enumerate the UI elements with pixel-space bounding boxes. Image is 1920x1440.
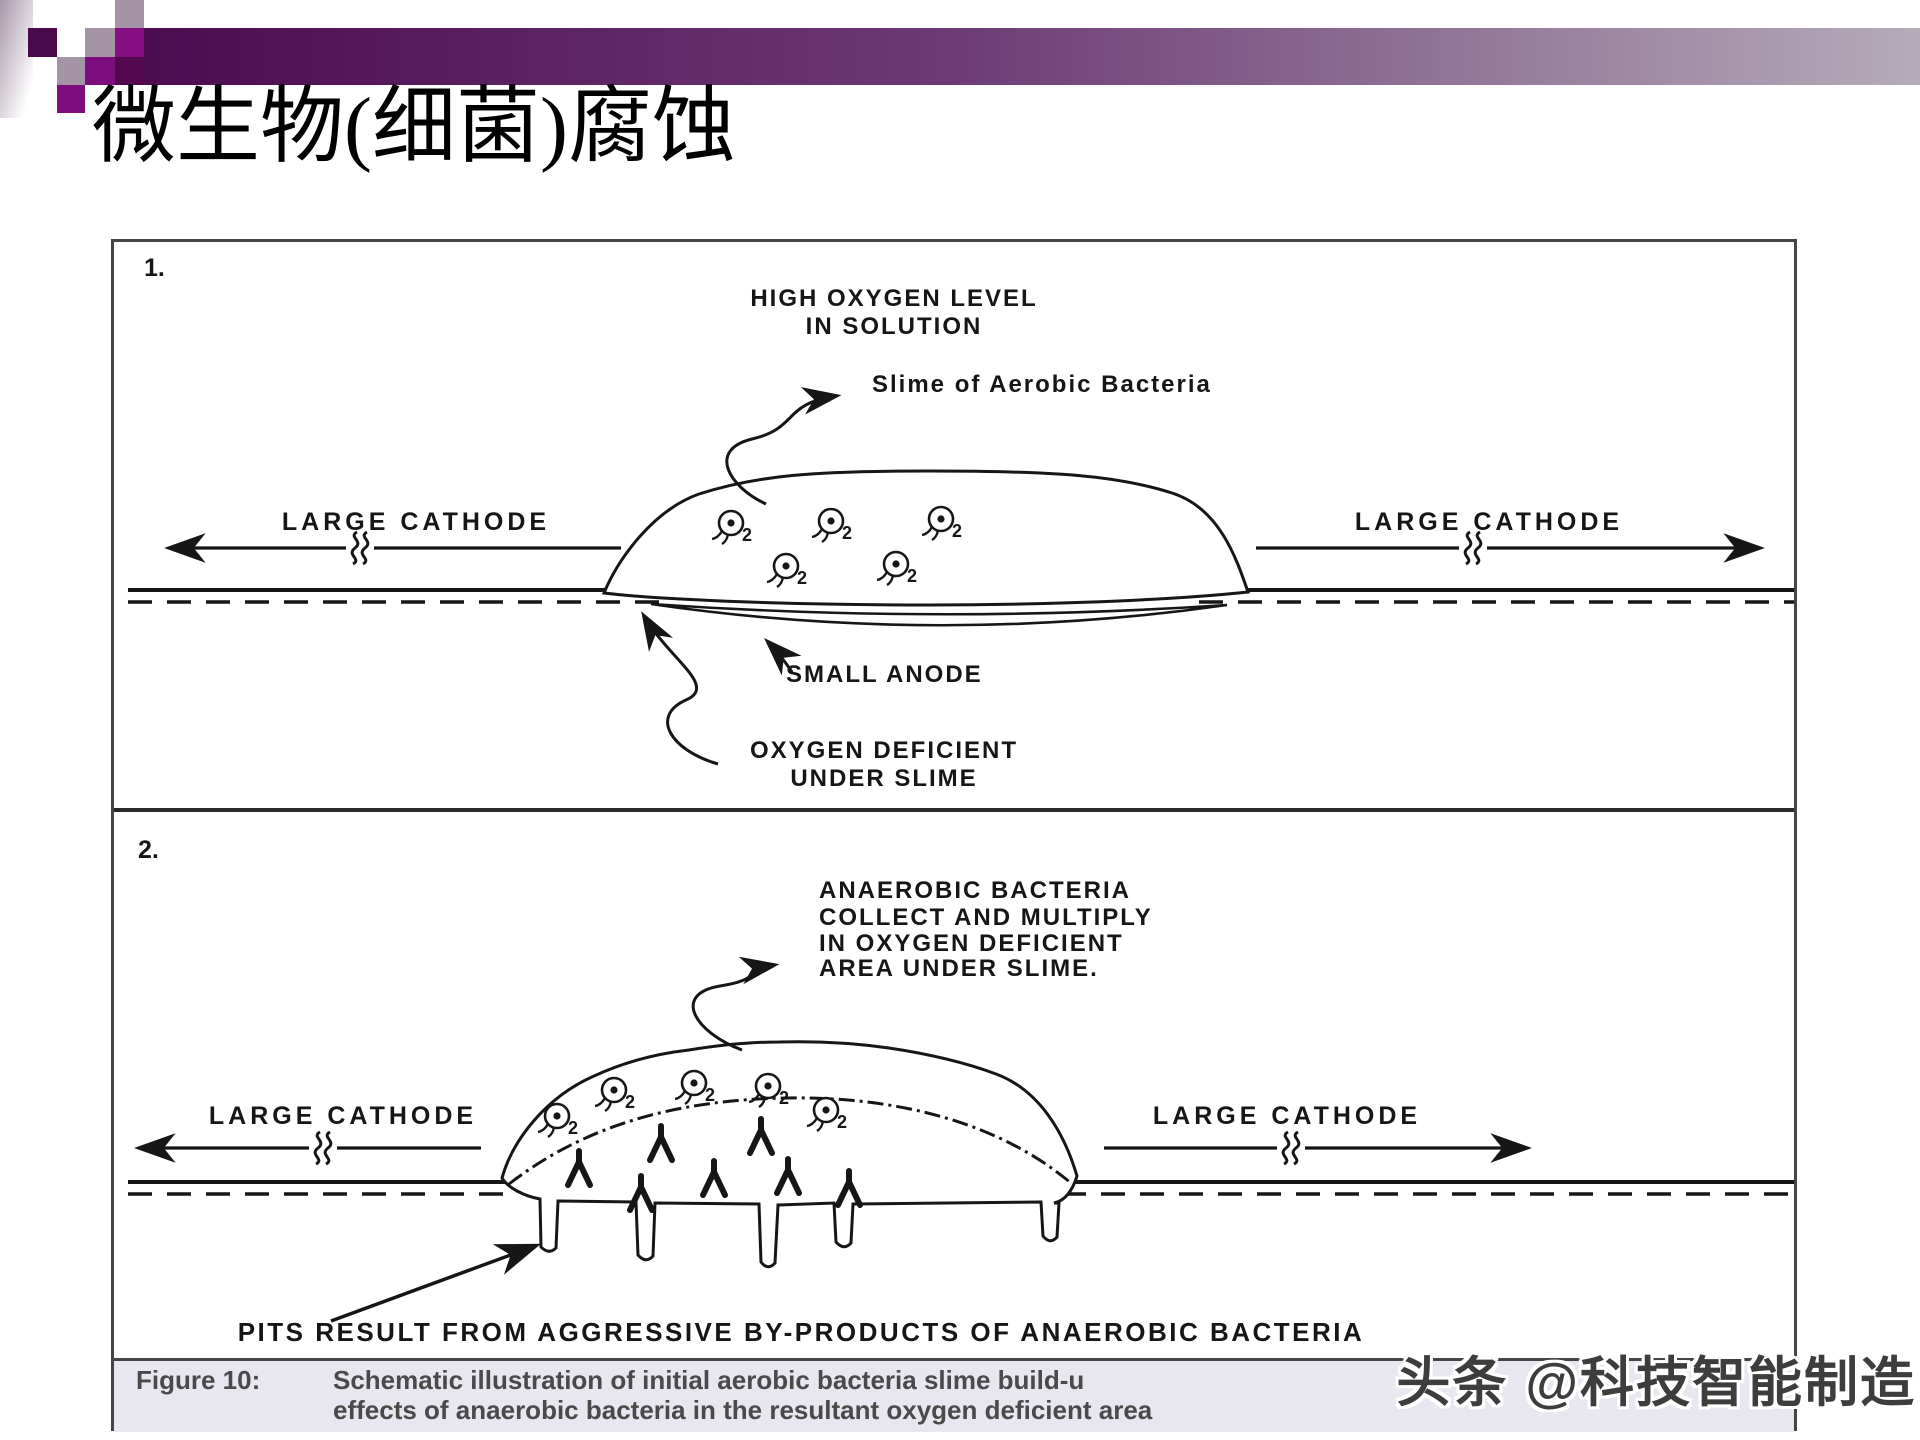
oxygen-boundary-dashdot — [508, 1096, 1073, 1186]
o2-subscript: 2 — [842, 523, 852, 543]
deco-square-8 — [57, 85, 85, 113]
figure-caption-line1: Schematic illustration of initial aerobi… — [333, 1365, 1085, 1395]
metal-surface-2 — [128, 1180, 1794, 1196]
o2-subscript: 2 — [952, 521, 962, 541]
deco-square-5 — [57, 57, 85, 85]
o2-subscript: 2 — [705, 1085, 715, 1105]
deco-square-4 — [115, 28, 144, 57]
o2-subscript: 2 — [625, 1092, 635, 1112]
figure-10-box: 1. HIGH OXYGEN LEVEL IN SOLUTION LARGE C… — [111, 239, 1797, 1432]
panel2-number: 2. — [138, 836, 159, 864]
deco-square-2 — [28, 28, 57, 57]
oxygen-deficient-line2: UNDER SLIME — [790, 765, 977, 792]
pits-arrow — [330, 1243, 542, 1323]
panel-2: 2. ANAEROBIC BACTERIA COLLECT AND MULTIP… — [128, 836, 1794, 1347]
oxygen-deficient-line1: OXYGEN DEFICIENT — [750, 737, 1018, 764]
watermark: 头条 @科技智能制造 — [1396, 1353, 1916, 1413]
panel-1: 1. HIGH OXYGEN LEVEL IN SOLUTION LARGE C… — [128, 254, 1794, 792]
anaerobic-callout-arrow — [691, 956, 780, 1052]
pits-label: PITS RESULT FROM AGGRESSIVE BY-PRODUCTS … — [238, 1317, 1365, 1347]
corrosion-diagram: 1. HIGH OXYGEN LEVEL IN SOLUTION LARGE C… — [114, 254, 1794, 1347]
deco-square-1 — [115, 0, 144, 29]
oxygen-deficient-arrow — [641, 611, 719, 766]
panel1-number: 1. — [144, 254, 165, 282]
anaerobic-label-line4: AREA UNDER SLIME. — [819, 955, 1099, 982]
o2-subscript: 2 — [837, 1112, 847, 1132]
deco-square-3 — [85, 28, 115, 57]
o2-subscript: 2 — [568, 1118, 578, 1138]
break-symbol-left-2 — [307, 1127, 339, 1169]
deco-square-6 — [85, 57, 115, 85]
slime-label: Slime of Aerobic Bacteria — [872, 371, 1212, 398]
slime-callout-arrow — [725, 387, 842, 506]
aerobic-bacteria-group-2: 2 2 2 2 2 — [536, 1069, 847, 1139]
high-oxygen-label-line1: HIGH OXYGEN LEVEL — [750, 285, 1037, 312]
break-symbol-right-2 — [1275, 1127, 1307, 1169]
deco-square-7 — [115, 57, 144, 85]
small-anode-arrow — [764, 638, 802, 676]
figure-caption-label: Figure 10: — [136, 1365, 261, 1395]
slime-mound-1 — [601, 469, 1251, 607]
small-anode-lens — [650, 602, 1228, 627]
metal-surface-1 — [128, 588, 1794, 604]
anaerobic-label-line3: IN OXYGEN DEFICIENT — [819, 930, 1124, 957]
large-cathode-right-1: LARGE CATHODE — [1355, 508, 1623, 536]
aerobic-bacteria-group-1: 2 2 2 2 2 — [710, 505, 962, 589]
header-gradient-strip — [0, 0, 33, 118]
slime-mound-2 — [500, 1040, 1079, 1269]
o2-subscript: 2 — [907, 566, 917, 586]
figure-caption: Figure 10: Schematic illustration of ini… — [114, 1358, 1794, 1432]
large-cathode-left-1: LARGE CATHODE — [282, 508, 550, 536]
anaerobic-label-line2: COLLECT AND MULTIPLY — [819, 904, 1153, 931]
page-title: 微生物(细菌)腐蚀 — [92, 81, 736, 174]
large-cathode-right-2: LARGE CATHODE — [1153, 1102, 1421, 1130]
figure-caption-line2: effects of anaerobic bacteria in the res… — [333, 1395, 1153, 1425]
o2-subscript: 2 — [797, 568, 807, 588]
large-cathode-left-2: LARGE CATHODE — [209, 1102, 477, 1130]
anaerobic-label-line1: ANAEROBIC BACTERIA — [819, 877, 1131, 904]
o2-subscript: 2 — [742, 525, 752, 545]
high-oxygen-label-line2: IN SOLUTION — [806, 313, 983, 340]
small-anode-label: SMALL ANODE — [786, 661, 983, 688]
figure-caption-body: Schematic illustration of initial aerobi… — [333, 1365, 1152, 1425]
header-gradient-bar — [144, 28, 1920, 85]
o2-subscript: 2 — [779, 1088, 789, 1108]
